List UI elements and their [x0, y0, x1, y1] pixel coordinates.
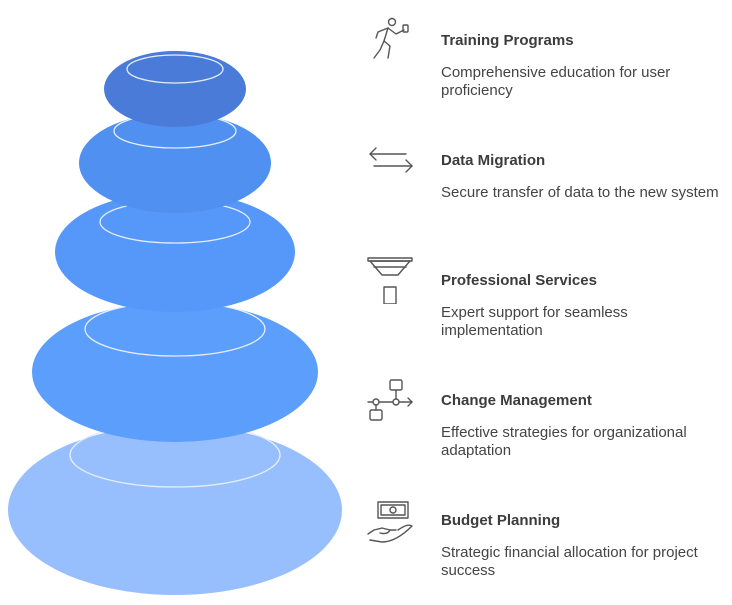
layer-training-programs	[104, 51, 246, 127]
item-description: Expert support for seamless implementati…	[441, 304, 628, 339]
item-description: Secure transfer of data to the new syste…	[441, 184, 719, 201]
flowchart-icon	[367, 379, 413, 421]
item-title: Professional Services	[441, 272, 597, 289]
item-data-migration: Data Migration Secure transfer of data t…	[366, 136, 732, 236]
item-title: Data Migration	[441, 152, 546, 169]
item-budget-planning: Budget Planning Strategic financial allo…	[366, 496, 732, 596]
item-training-programs: Training Programs Comprehensive educatio…	[366, 16, 732, 116]
money-in-hand-icon	[367, 501, 413, 543]
layer-shape	[104, 51, 246, 127]
layer-shape	[8, 425, 342, 595]
bidirectional-arrows-icon	[369, 147, 413, 173]
layer-shape	[32, 302, 318, 442]
item-change-management: Change Management Effective strategies f…	[366, 376, 732, 476]
item-description: Effective strategies for organizational …	[441, 424, 687, 459]
layer-budget-planning	[8, 422, 342, 595]
stacked-layers-diagram	[8, 51, 342, 595]
layer-ring	[126, 54, 224, 84]
layer-change-management	[32, 301, 318, 442]
layer-shape	[55, 192, 295, 312]
funnel-icon	[367, 257, 413, 304]
item-description: Strategic financial allocation for proje…	[441, 544, 698, 579]
item-title: Change Management	[441, 392, 592, 409]
running-person-icon	[373, 17, 409, 59]
layer-data-migration	[79, 113, 271, 213]
layer-shape	[79, 113, 271, 213]
item-description: Comprehensive education for user profici…	[441, 64, 671, 99]
item-title: Budget Planning	[441, 512, 561, 529]
item-professional-services: Professional Services Expert support for…	[366, 256, 732, 356]
item-title: Training Programs	[441, 32, 574, 49]
